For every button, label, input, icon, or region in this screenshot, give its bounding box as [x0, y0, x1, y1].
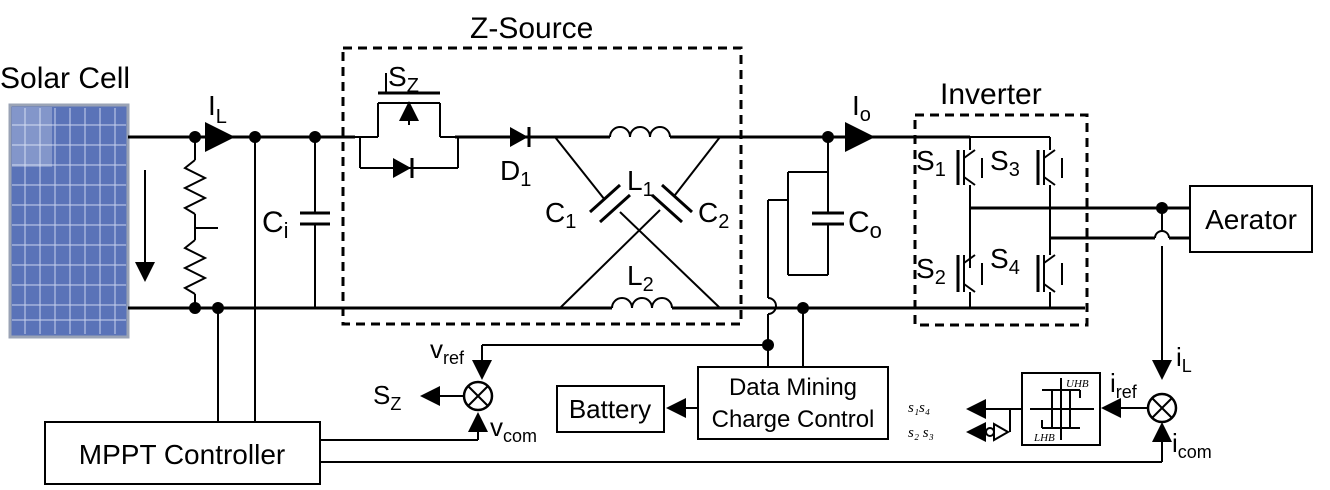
capacitor-c2-plate	[650, 193, 684, 224]
capacitor-ci	[300, 131, 330, 308]
c1-label: C1	[545, 197, 576, 233]
s3-label: S3	[990, 145, 1020, 181]
co-label: Co	[848, 206, 882, 243]
voltage-summing-junction-icon	[462, 380, 494, 412]
s2-label: S2	[916, 253, 946, 289]
mosfet-sz-icon	[355, 73, 459, 178]
inverter-box	[913, 113, 1089, 327]
inductor-l1-icon	[560, 126, 700, 139]
vcom-label: vcom	[490, 412, 537, 446]
z-source-label: Z-Source	[470, 12, 593, 45]
l1-label: L1	[627, 165, 654, 201]
battery-label: Battery	[569, 394, 651, 424]
d1-label: D1	[500, 155, 531, 191]
capacitor-c1-plate	[598, 193, 632, 224]
battery-block	[556, 385, 665, 433]
inductor-l2-icon	[555, 297, 700, 310]
charge-control-label: Charge Control	[712, 406, 875, 433]
s1s4-label: s₁s₄	[908, 400, 930, 416]
capacitor-c2-plate	[660, 183, 694, 214]
solar-panel-icon	[8, 103, 130, 339]
inverter-gate-icon	[993, 422, 1011, 442]
mppt-controller-block	[44, 421, 321, 485]
z-source-box	[341, 46, 743, 326]
il-label: IL	[208, 90, 227, 128]
s1-label: S1	[916, 145, 946, 181]
uhb-label: UHB	[1066, 378, 1089, 390]
diode-d1-icon	[510, 127, 531, 147]
inverter-label: Inverter	[940, 78, 1042, 111]
capacitor-c1-plate	[588, 183, 622, 214]
data-mining-block	[697, 366, 889, 440]
igbt-switches	[956, 136, 1190, 308]
sz-out-label: SZ	[373, 380, 401, 414]
icom-label: icom	[1172, 428, 1212, 462]
hysteresis-controller-block	[1021, 372, 1101, 446]
s2s3-label: s₂ s₃	[908, 425, 934, 441]
data-mining-label: Data Mining	[729, 374, 857, 401]
aerator-label: Aerator	[1205, 204, 1297, 235]
resistor-divider	[182, 137, 218, 308]
mppt-controller-label: MPPT Controller	[79, 439, 285, 470]
solar-cell-label: Solar Cell	[0, 62, 130, 95]
l2-label: L2	[627, 260, 654, 296]
iref-label: iref	[1110, 368, 1138, 402]
ci-label: Ci	[262, 206, 289, 243]
aerator-box	[1189, 185, 1313, 253]
lhb-label: LHB	[1033, 432, 1055, 444]
il-right-label: iL	[1176, 342, 1192, 376]
sz-label: SZ	[388, 61, 419, 97]
s4-label: S4	[990, 243, 1020, 279]
io-label: Io	[852, 90, 871, 126]
current-summing-junction-icon	[1146, 392, 1178, 424]
vref-label: vref	[430, 334, 465, 368]
c2-label: C2	[698, 197, 729, 233]
